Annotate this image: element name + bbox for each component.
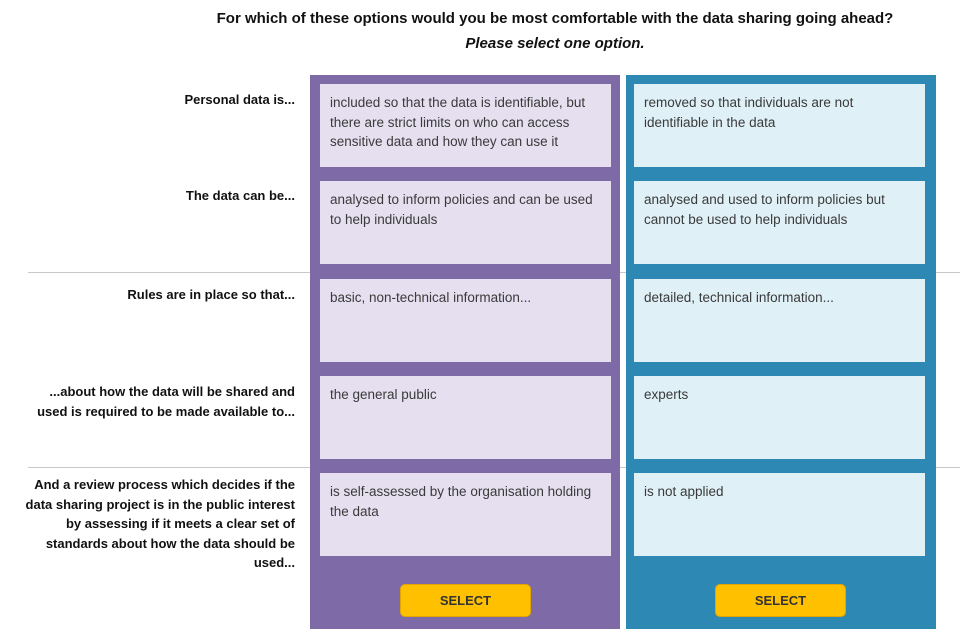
option-b-select-button[interactable]: SELECT [715, 584, 846, 617]
option-a-cell: analysed to inform policies and can be u… [320, 181, 611, 264]
option-b-column: removed so that individuals are not iden… [626, 75, 936, 629]
option-a-select-button[interactable]: SELECT [400, 584, 531, 617]
option-a-cell: included so that the data is identifiabl… [320, 84, 611, 167]
option-b-cell: detailed, technical information... [634, 279, 925, 362]
row-label-availability: ...about how the data will be shared and… [37, 384, 295, 419]
row-label-review: And a review process which decides if th… [25, 477, 295, 570]
option-a-cell: the general public [320, 376, 611, 459]
question-instruction: Please select one option. [465, 35, 645, 52]
option-b-cell: experts [634, 376, 925, 459]
row-label-personal-data: Personal data is... [184, 92, 295, 107]
row-label-data-use: The data can be... [185, 188, 295, 203]
option-a-cell: is self-assessed by the organisation hol… [320, 473, 611, 556]
option-b-cell: is not applied [634, 473, 925, 556]
row-label-rules: Rules are in place so that... [127, 287, 295, 302]
option-b-cell: removed so that individuals are not iden… [634, 84, 925, 167]
option-a-cell: basic, non-technical information... [320, 279, 611, 362]
option-b-cell: analysed and used to inform policies but… [634, 181, 925, 264]
option-a-column: included so that the data is identifiabl… [310, 75, 620, 629]
question-title: For which of these options would you be … [216, 10, 894, 27]
